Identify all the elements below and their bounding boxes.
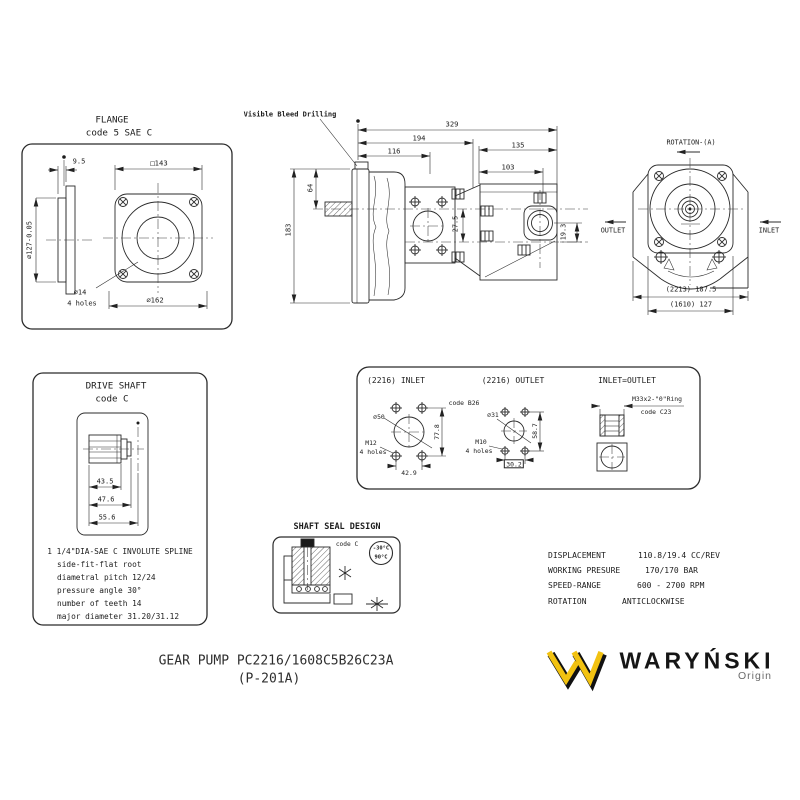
dim-gear-offset: 27.5 (451, 215, 460, 233)
combined-thread: M33x2-"0"Ring (631, 394, 683, 403)
spline-spec-line: pressure angle 30° (57, 586, 142, 596)
spline-spec-line: diametral pitch 12/24 (57, 573, 156, 583)
inlet-bolt-spacing-h: 42.9 (401, 468, 417, 477)
flange-dim-square: □143 (150, 158, 168, 168)
product-title: GEAR PUMP PC2216/1608C5B26C23A (158, 653, 394, 669)
spec-value-displacement: 110.8/19.4 CC/REV (638, 551, 720, 560)
dim-front-length-194: 194 (412, 133, 426, 143)
product-subtitle: (P-201A) (237, 671, 301, 687)
combined-code: code C23 (640, 407, 672, 416)
spline-spec-title: 1 1/4"DIA-SAE C INVOLUTE SPLINE (47, 547, 193, 557)
seal-temp-max: 90°C (374, 554, 388, 561)
shaft-seal-drawing (272, 536, 401, 614)
flange-subtitle: code 5 SAE C (85, 127, 153, 139)
dim-rear-length-135: 135 (511, 140, 525, 150)
outlet-holes-note: 4 holes (465, 446, 493, 455)
dim-rear-length-103: 103 (501, 162, 515, 172)
shaft-seal-title: SHAFT SEAL DESIGN (293, 521, 381, 532)
inlet-holes-note: 4 holes (359, 447, 387, 456)
pump-side-view-drawing (290, 118, 588, 304)
inlet-label: INLET (758, 226, 780, 235)
temperature-range-badge (368, 540, 394, 566)
brand-origin-label: Origin (737, 669, 773, 682)
spec-value-rotation: ANTICLOCKWISE (622, 597, 685, 606)
drive-shaft-drawing (32, 372, 208, 626)
brand-logo-w-icon (546, 650, 607, 692)
flange-view-drawing (21, 143, 233, 330)
flange-dim-pilot: ⌀127-0.05 (25, 221, 34, 259)
brand-name: WARYŃSKI (619, 647, 775, 674)
flange-dim-thickness: 9.5 (72, 157, 86, 166)
dim-spline-length: 43.5 (96, 477, 114, 486)
rotation-title: ROTATION-(A) (666, 138, 716, 147)
inlet-bolt-spacing-v: 77.8 (432, 424, 441, 440)
flange-dim-bolt-circle: ⌀162 (146, 295, 164, 305)
drive-shaft-subtitle: code C (95, 393, 129, 405)
spec-label-pressure: WORKING PRESURE (548, 566, 621, 575)
spline-spec-line: side-fit-flat root (57, 560, 142, 570)
outlet-thread: M10 (475, 437, 487, 446)
dim-port-offset: 19.3 (559, 223, 568, 241)
dim-front-length-116: 116 (387, 146, 401, 156)
inlet-port-code: code B26 (448, 398, 480, 407)
seal-grease-symbol (338, 566, 352, 580)
outlet-bolt-spacing-v: 58.7 (530, 423, 539, 439)
outlet-label: OUTLET (600, 226, 626, 235)
inlet-port-title: (2216) INLET (367, 376, 425, 385)
bleed-drilling-note: Visible Bleed Drilling (243, 110, 337, 119)
shaft-seal-code: code C (335, 540, 359, 548)
ports-drawing (356, 366, 701, 490)
flange-dim-hole-note: 4 holes (67, 299, 97, 308)
inlet-port-dia: ⌀50 (373, 412, 385, 421)
inlet-thread: M12 (365, 438, 377, 447)
spec-label-displacement: DISPLACEMENT (548, 551, 606, 560)
outlet-bolt-spacing-h: 30.2 (503, 459, 525, 469)
flange-dim-hole: ⌀14 (73, 288, 87, 297)
spec-value-speed: 600 - 2700 RPM (637, 581, 705, 590)
dim-height-183: 183 (283, 223, 293, 237)
dim-shaft-offset-64: 64 (305, 183, 315, 193)
dim-shaft-length: 47.6 (97, 495, 115, 504)
flange-title: FLANGE (95, 114, 129, 126)
spline-spec-line: major diameter 31.20/31.12 (57, 612, 180, 622)
outlet-port-title: (2216) OUTLET (481, 376, 545, 385)
spline-spec-line: number of teeth 14 (57, 599, 142, 609)
seal-temp-min: -30°C (372, 545, 390, 552)
rotation-view-drawing (605, 149, 781, 315)
seal-no-grease-symbol (366, 597, 388, 611)
spec-value-pressure: 170/170 BAR (645, 566, 698, 575)
dim-shaft-overall-length: 55.6 (98, 513, 116, 522)
spec-label-rotation: ROTATION (548, 597, 587, 606)
dim-overall-width: (2213) 187.5 (665, 285, 717, 294)
combined-port-title: INLET=OUTLET (598, 376, 656, 385)
rotation-bottom-bolts (654, 250, 726, 264)
dim-flange-width: (1610) 127 (669, 300, 713, 309)
outlet-port-dia: ⌀31 (487, 410, 499, 419)
spec-label-speed: SPEED-RANGE (548, 581, 601, 590)
drive-shaft-title: DRIVE SHAFT (85, 380, 147, 392)
dim-overall-length: 329 (445, 119, 459, 129)
